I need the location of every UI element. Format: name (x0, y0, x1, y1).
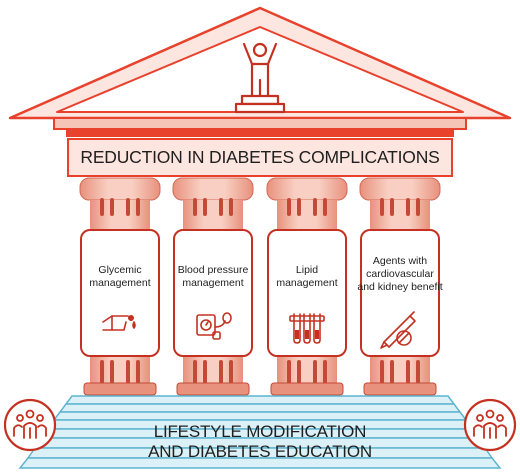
glucose-finger-prick-icon (102, 314, 136, 331)
foundation-steps (18, 395, 502, 469)
person-raised-arms-icon (234, 42, 286, 114)
blood-pressure-monitor-icon (196, 312, 232, 340)
banner-title: REDUCTION IN DIABETES COMPLICATIONS (80, 147, 440, 167)
banner-box (67, 138, 453, 177)
pillar-card-agents (360, 229, 440, 357)
pillar-cards (80, 229, 440, 357)
foundation-line-1: LIFESTYLE MODIFICATION (153, 422, 367, 441)
foundation-line-2: AND DIABETES EDUCATION (148, 442, 372, 461)
pillar-label-blood-pressure: Blood pressure management (177, 264, 249, 289)
pillar-bases (83, 355, 437, 396)
pillar-card-blood-pressure (173, 229, 253, 357)
group-people-icon (3, 398, 57, 452)
pillar-label-lipid: Lipid management (276, 264, 338, 289)
pillar-card-glycemic (80, 229, 160, 357)
pillar-capitals (79, 177, 441, 230)
pen-and-pill-icon (380, 311, 416, 349)
pillar-card-lipid (267, 229, 347, 357)
roof (8, 6, 512, 137)
pillars (79, 177, 441, 396)
pillar-label-agents: Agents with cardiovascular and kidney be… (357, 255, 443, 293)
group-people-icon (463, 398, 517, 452)
test-tubes-icon (289, 313, 325, 344)
pillar-label-glycemic: Glycemic management (89, 264, 151, 289)
